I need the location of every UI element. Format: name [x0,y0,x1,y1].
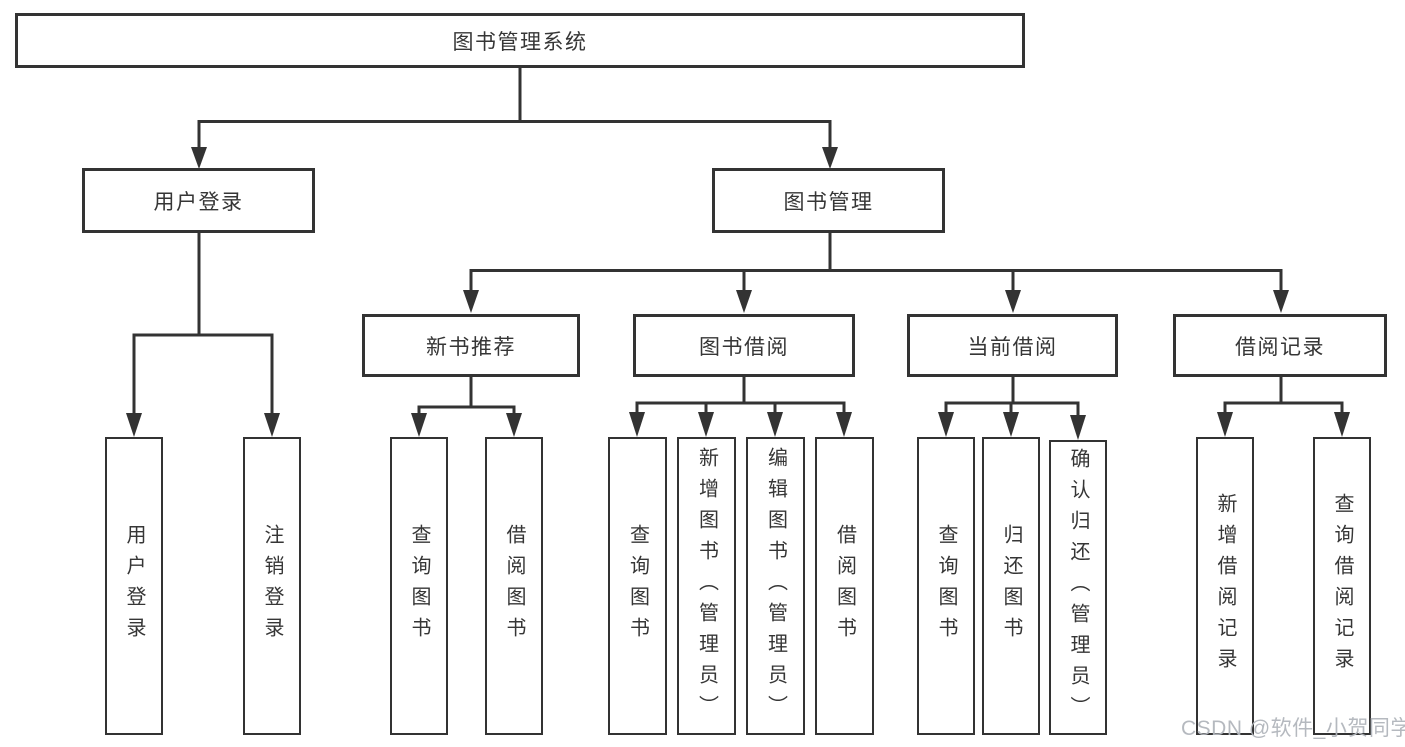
node-book-management: 图书管理 [712,168,945,233]
node-current-borrow: 当前借阅 [907,314,1118,377]
leaf-borrow-books-2: 借阅图书 [815,437,874,735]
node-root-label: 图书管理系统 [452,30,588,54]
leaf-user-login: 用户登录 [105,437,163,735]
leaf-add-book-admin: 新增图书（管理员） [677,437,736,735]
leaf-add-borrow-record: 新增借阅记录 [1196,437,1254,735]
edge-borrow-records-to-leaves [1217,375,1350,437]
node-root: 图书管理系统 [15,13,1025,68]
edge-root-to-level2 [191,66,838,169]
edge-current-borrow-to-leaves [938,375,1086,440]
node-book-borrow: 图书借阅 [633,314,855,377]
node-borrow-records-label: 借阅记录 [1235,335,1325,359]
leaf-borrow-books-2-label: 借阅图书 [833,524,856,648]
node-borrow-records: 借阅记录 [1173,314,1387,377]
node-user-login: 用户登录 [82,168,315,233]
leaf-return-books-label: 归还图书 [1000,524,1022,648]
edge-new-book-recommend-to-leaves [411,375,522,437]
leaf-query-books-1: 查询图书 [390,437,448,735]
leaf-query-books-2-label: 查询图书 [626,524,649,648]
leaf-return-books: 归还图书 [982,437,1040,735]
leaf-borrow-books-1: 借阅图书 [485,437,543,735]
leaf-edit-book-admin: 编辑图书（管理员） [746,437,805,735]
leaf-query-books-3: 查询图书 [917,437,975,735]
leaf-confirm-return-admin: 确认归还（管理员） [1049,440,1107,735]
leaf-add-borrow-record-label: 新增借阅记录 [1214,493,1236,679]
csdn-watermark: CSDN @软件_小贺同学 [1181,717,1405,740]
leaf-query-books-3-label: 查询图书 [935,524,957,648]
leaf-query-books-1-label: 查询图书 [408,524,430,648]
edge-book-management-to-level3 [463,231,1289,313]
leaf-add-book-admin-label: 新增图书（管理员） [695,446,718,726]
leaf-query-books-2: 查询图书 [608,437,667,735]
node-book-management-label: 图书管理 [783,190,874,214]
node-new-book-recommend: 新书推荐 [362,314,580,377]
edge-book-borrow-to-leaves [629,375,852,437]
leaf-query-borrow-record: 查询借阅记录 [1313,437,1371,735]
node-current-borrow-label: 当前借阅 [967,335,1058,359]
node-new-book-recommend-label: 新书推荐 [426,335,516,359]
leaf-borrow-books-1-label: 借阅图书 [503,524,525,648]
leaf-edit-book-admin-label: 编辑图书（管理员） [764,446,787,726]
node-user-login-label: 用户登录 [153,190,244,214]
leaf-logout: 注销登录 [243,437,301,735]
edge-user-login-to-leaves [126,231,280,437]
leaf-query-borrow-record-label: 查询借阅记录 [1331,493,1353,679]
leaf-logout-label: 注销登录 [261,524,283,648]
leaf-user-login-label: 用户登录 [123,524,145,648]
node-book-borrow-label: 图书借阅 [699,335,789,359]
leaf-confirm-return-admin-label: 确认归还（管理员） [1067,448,1089,727]
